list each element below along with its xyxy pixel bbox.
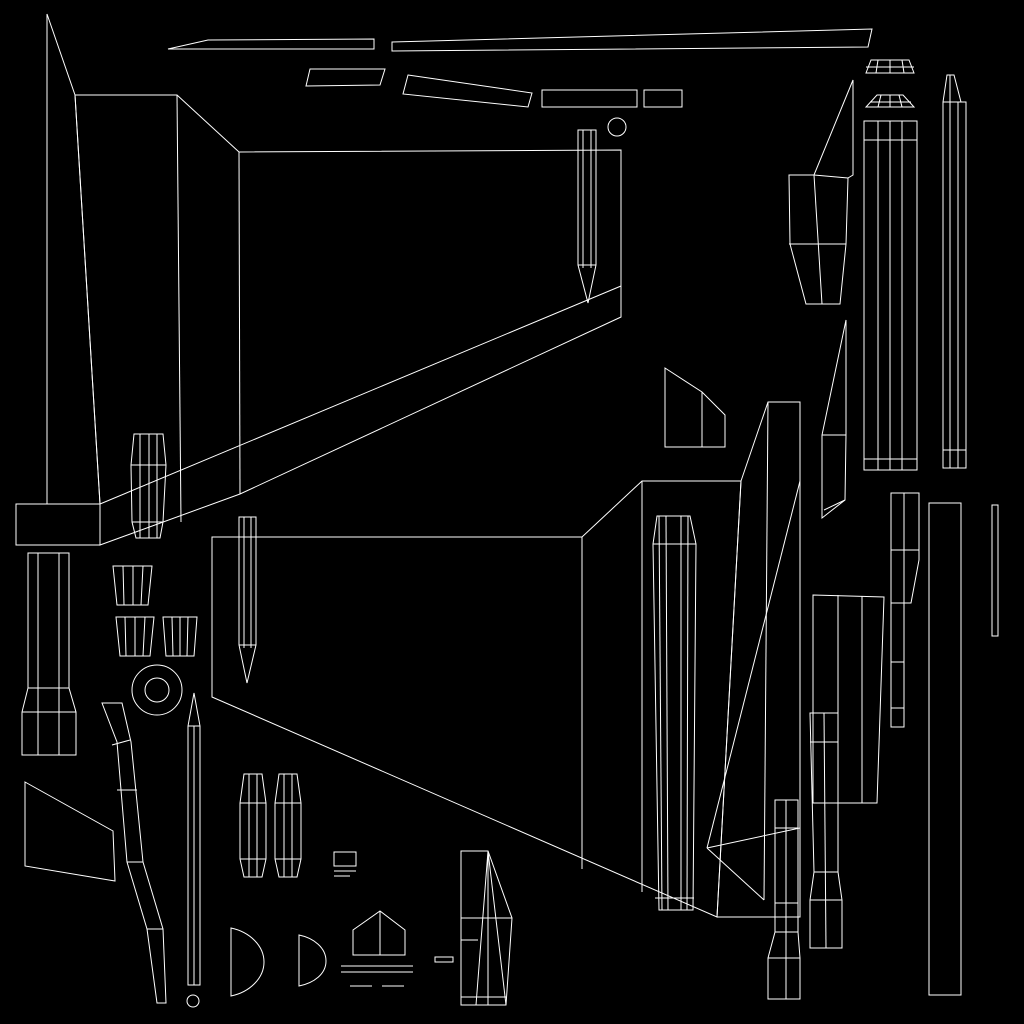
uv-cap-piece-2-outline [864, 94, 916, 108]
uv-fin-piece-line-3 [813, 174, 823, 305]
uv-shell-lower [211, 401, 801, 918]
uv-cup-3-outline [162, 616, 198, 657]
uv-cup-1-line-3 [140, 565, 144, 606]
uv-shell-lower-wedge-seam [763, 401, 769, 901]
uv-column-right-narrow-outline [942, 74, 967, 469]
uv-cup-3-line-1 [171, 616, 174, 657]
uv-fin-piece [788, 79, 854, 305]
uv-cup-3-line-3 [186, 616, 189, 657]
uv-cup-2-line-1 [124, 616, 127, 657]
uv-pencil-rod-end [186, 994, 200, 1008]
uv-rod-upper-outline [577, 129, 597, 304]
uv-shell-upper-seam-2 [238, 151, 241, 495]
uv-cylinder-mid-left-outline [130, 433, 167, 539]
uv-cap-piece-1-outline [865, 59, 915, 74]
uv-fin-piece-line-1 [813, 174, 849, 179]
uv-half-disc-1 [230, 927, 265, 997]
uv-thin-blade [821, 319, 847, 520]
uv-strip-small-2 [402, 74, 533, 108]
uv-dash-small [434, 956, 454, 963]
uv-cup-2-outline [115, 616, 155, 657]
uv-column-right-wide [863, 120, 918, 471]
uv-shell-lower-wedge [716, 401, 801, 918]
uv-peg-right [809, 712, 843, 949]
uv-tall-prism-line-3 [475, 850, 489, 1006]
uv-cap-piece-1 [865, 59, 915, 74]
uv-rod-lower [238, 516, 257, 684]
uv-ring-outer [131, 664, 183, 716]
uv-cup-1-line-1 [122, 565, 125, 606]
uv-bent-strip [101, 702, 167, 1004]
uv-strip-small-3 [541, 89, 638, 108]
uv-capsule-2-outline [274, 773, 302, 878]
uv-shell-lower-diagonal-3 [706, 847, 765, 901]
uv-pencil-rod [186, 692, 201, 1008]
uv-column-right-narrow [942, 74, 967, 469]
uv-shell-lower-diagonal-1 [706, 480, 801, 849]
uv-rod-lower-outline [238, 516, 257, 684]
uv-strip-top-long [391, 28, 873, 52]
uv-cup-2 [115, 616, 155, 657]
uv-long-bar [928, 502, 962, 996]
uv-capsule-1-outline [239, 773, 267, 878]
uv-shell-upper [15, 13, 622, 546]
uv-small-circle-top [607, 117, 627, 137]
uv-thin-blade-outline [821, 319, 847, 520]
uv-quad-left [24, 781, 116, 882]
uv-post-stack [890, 492, 920, 728]
uv-bent-strip-outline [101, 702, 167, 1004]
uv-shell-upper-diagonal [99, 285, 622, 505]
uv-half-disc-2 [298, 934, 327, 987]
uv-tall-prism-line-2 [487, 850, 507, 1006]
uv-cylinder-large-line-3 [665, 515, 669, 911]
uv-shell-upper-foot [15, 503, 101, 546]
uv-cylinder-large-line-5 [686, 515, 689, 911]
uv-cap-piece-1-line-2 [875, 59, 879, 74]
uv-shell-lower-diagonal-2 [706, 827, 801, 849]
uv-peg-bottom-outline [767, 799, 801, 1000]
uv-cap-piece-1-line-4 [901, 59, 905, 74]
uv-cup-2-line-3 [142, 616, 146, 657]
uv-tiny-block [333, 851, 357, 877]
uv-post-stack-outline [890, 492, 920, 728]
uv-bent-strip-line-1 [111, 739, 131, 746]
uv-cup-1 [112, 565, 153, 606]
uv-strip-top-left [167, 38, 375, 50]
uv-cylinder-large [652, 515, 697, 911]
uv-cup-3 [162, 616, 198, 657]
uv-cap-piece-2-line-4 [898, 94, 903, 108]
uv-panel-right [812, 594, 885, 804]
uv-cap-piece-2-line-2 [877, 94, 882, 108]
uv-peg-right-line-4 [823, 712, 827, 949]
uv-cap-piece-2 [864, 94, 916, 108]
uv-wedge-small-outline [664, 367, 726, 448]
uv-strip-small-4 [643, 89, 683, 108]
uv-panel-right-outline [812, 594, 885, 804]
uv-shell-upper-left-panel [46, 13, 101, 505]
uv-house-piece [341, 910, 413, 987]
uv-capsule-2 [274, 773, 302, 878]
uv-ring [131, 664, 183, 716]
uv-cup-1-outline [112, 565, 153, 606]
uv-cylinder-large-line-2 [658, 515, 663, 911]
uv-house-piece-outline [352, 910, 406, 956]
uv-cylinder-mid-left [130, 433, 167, 539]
uv-thin-blade-line-2 [823, 499, 846, 511]
uv-ring-inner [144, 677, 170, 703]
uv-fin-piece-outline [788, 79, 854, 305]
uv-column-left-tube [21, 552, 77, 756]
uv-column-left-tube-outline [21, 552, 77, 756]
uv-tall-prism [460, 850, 513, 1006]
uv-tall-prism-outline [460, 850, 513, 1006]
uv-rod-upper [577, 129, 597, 304]
uv-capsule-1 [239, 773, 267, 878]
uv-shell-upper-seam-1 [176, 94, 182, 523]
uv-thin-bar [991, 504, 999, 637]
uv-strip-small-1 [305, 68, 386, 87]
uv-wedge-small [664, 367, 726, 448]
uv-peg-bottom [767, 799, 801, 1000]
uv-peg-right-outline [809, 712, 843, 949]
uv-tiny-block-rect [333, 851, 357, 867]
